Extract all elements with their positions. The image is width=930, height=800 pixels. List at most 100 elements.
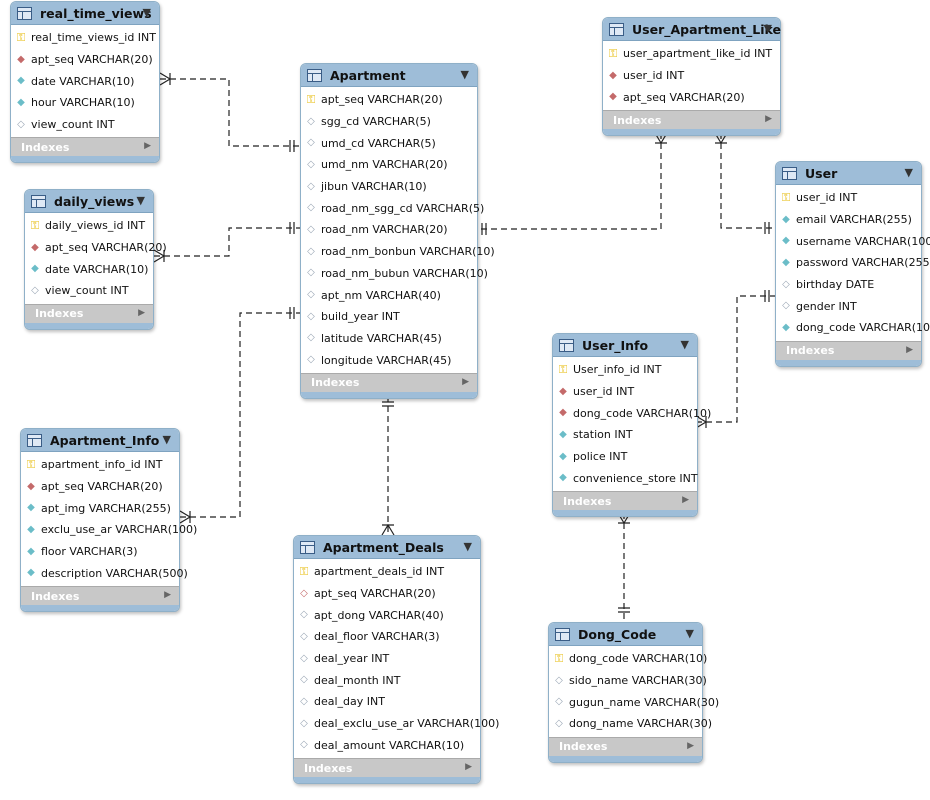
column-row[interactable]: ◇deal_exclu_use_ar VARCHAR(100) bbox=[294, 713, 499, 735]
column-row[interactable]: ◇build_year INT bbox=[301, 306, 477, 328]
column-row[interactable]: ◇gugun_name VARCHAR(30) bbox=[549, 691, 719, 713]
table-header[interactable]: Dong_Code▼ bbox=[549, 623, 702, 646]
collapse-caret-icon[interactable]: ▼ bbox=[136, 194, 145, 207]
column-row[interactable]: ◆station INT bbox=[553, 424, 697, 446]
column-row[interactable]: ◇apt_seq VARCHAR(20) bbox=[294, 583, 480, 605]
column-row[interactable]: ◆apt_img VARCHAR(255) bbox=[21, 497, 179, 519]
column-row[interactable]: ◆apt_seq VARCHAR(20) bbox=[25, 237, 167, 259]
column-row[interactable]: ⚿real_time_views_id INT bbox=[11, 27, 159, 49]
column-row[interactable]: ⚿user_apartment_like_id INT bbox=[603, 43, 780, 65]
column-row[interactable]: ◇gender INT bbox=[776, 295, 921, 317]
indexes-section[interactable]: Indexes▶ bbox=[25, 303, 153, 323]
indexes-section[interactable]: Indexes▶ bbox=[776, 340, 921, 360]
column-row[interactable]: ◆apt_seq VARCHAR(20) bbox=[21, 476, 179, 498]
expand-arrow-icon[interactable]: ▶ bbox=[462, 376, 469, 387]
column-row[interactable]: ◆date VARCHAR(10) bbox=[25, 258, 153, 280]
column-row[interactable]: ◆email VARCHAR(255) bbox=[776, 209, 921, 231]
column-row[interactable]: ⚿dong_code VARCHAR(10) bbox=[549, 648, 708, 670]
indexes-section[interactable]: Indexes▶ bbox=[294, 758, 480, 778]
table-header[interactable]: daily_views▼ bbox=[25, 190, 153, 213]
expand-arrow-icon[interactable]: ▶ bbox=[765, 114, 772, 125]
indexes-section[interactable]: Indexes▶ bbox=[549, 736, 702, 756]
column-row[interactable]: ◆apt_seq VARCHAR(20) bbox=[11, 49, 159, 71]
column-row[interactable]: ◇road_nm_bubun VARCHAR(10) bbox=[301, 263, 488, 285]
column-row[interactable]: ◇deal_year INT bbox=[294, 648, 480, 670]
column-row[interactable]: ◇apt_dong VARCHAR(40) bbox=[294, 604, 480, 626]
expand-arrow-icon[interactable]: ▶ bbox=[906, 344, 913, 355]
expand-arrow-icon[interactable]: ▶ bbox=[164, 590, 171, 601]
table-user[interactable]: User▼⚿user_id INT◆email VARCHAR(255)◆use… bbox=[775, 161, 930, 367]
column-row[interactable]: ⚿daily_views_id INT bbox=[25, 215, 153, 237]
table-daily-views[interactable]: daily_views▼⚿daily_views_id INT◆apt_seq … bbox=[24, 189, 167, 330]
column-row[interactable]: ◆password VARCHAR(255) bbox=[776, 252, 930, 274]
column-row[interactable]: ◆user_id INT bbox=[553, 381, 697, 403]
column-row[interactable]: ◇dong_name VARCHAR(30) bbox=[549, 713, 712, 735]
expand-arrow-icon[interactable]: ▶ bbox=[138, 307, 145, 318]
collapse-caret-icon[interactable]: ▼ bbox=[685, 627, 694, 640]
table-header[interactable]: Apartment▼ bbox=[301, 64, 477, 87]
column-row[interactable]: ⚿apartment_info_id INT bbox=[21, 454, 179, 476]
column-row[interactable]: ◇deal_amount VARCHAR(10) bbox=[294, 735, 480, 757]
column-row[interactable]: ◆floor VARCHAR(3) bbox=[21, 541, 179, 563]
column-row[interactable]: ◇umd_cd VARCHAR(5) bbox=[301, 132, 477, 154]
indexes-section[interactable]: Indexes▶ bbox=[11, 137, 159, 157]
column-row[interactable]: ◆dong_code VARCHAR(10) bbox=[776, 317, 930, 339]
table-real-time-views[interactable]: real_time_views▼⚿real_time_views_id INT◆… bbox=[10, 1, 160, 164]
table-header[interactable]: Apartment_Deals▼ bbox=[294, 536, 480, 559]
column-row[interactable]: ◇road_nm VARCHAR(20) bbox=[301, 219, 477, 241]
column-row[interactable]: ◆apt_seq VARCHAR(20) bbox=[603, 86, 780, 108]
indexes-section[interactable]: Indexes▶ bbox=[301, 372, 477, 392]
column-row[interactable]: ◇birthday DATE bbox=[776, 274, 921, 296]
table-apartment-info[interactable]: Apartment_Info▼⚿apartment_info_id INT◆ap… bbox=[20, 428, 197, 613]
column-row[interactable]: ⚿apt_seq VARCHAR(20) bbox=[301, 89, 477, 111]
table-header[interactable]: User▼ bbox=[776, 162, 921, 185]
column-row[interactable]: ◆convenience_store INT bbox=[553, 467, 697, 489]
column-row[interactable]: ◇apt_nm VARCHAR(40) bbox=[301, 284, 477, 306]
collapse-caret-icon[interactable]: ▼ bbox=[463, 540, 472, 553]
table-user-apartment-like[interactable]: User_Apartment_Like▼⚿user_apartment_like… bbox=[602, 17, 781, 137]
column-row[interactable]: ◇deal_month INT bbox=[294, 669, 480, 691]
column-row[interactable]: ◆exclu_use_ar VARCHAR(100) bbox=[21, 519, 197, 541]
collapse-caret-icon[interactable]: ▼ bbox=[904, 166, 913, 179]
column-row[interactable]: ◇road_nm_bonbun VARCHAR(10) bbox=[301, 241, 495, 263]
table-dong-code[interactable]: Dong_Code▼⚿dong_code VARCHAR(10)◇sido_na… bbox=[548, 622, 719, 763]
expand-arrow-icon[interactable]: ▶ bbox=[682, 495, 689, 506]
column-row[interactable]: ◇longitude VARCHAR(45) bbox=[301, 349, 477, 371]
expand-arrow-icon[interactable]: ▶ bbox=[465, 762, 472, 773]
collapse-caret-icon[interactable]: ▼ bbox=[680, 338, 689, 351]
table-header[interactable]: User_Info▼ bbox=[553, 334, 697, 357]
table-apartment[interactable]: Apartment▼⚿apt_seq VARCHAR(20)◇sgg_cd VA… bbox=[300, 63, 495, 399]
table-apartment-deals[interactable]: Apartment_Deals▼⚿apartment_deals_id INT◇… bbox=[293, 535, 499, 785]
column-row[interactable]: ◇road_nm_sgg_cd VARCHAR(5) bbox=[301, 197, 484, 219]
indexes-section[interactable]: Indexes▶ bbox=[553, 491, 697, 511]
column-row[interactable]: ⚿apartment_deals_id INT bbox=[294, 561, 480, 583]
column-row[interactable]: ◆dong_code VARCHAR(10) bbox=[553, 402, 711, 424]
column-row[interactable]: ⚿User_info_id INT bbox=[553, 359, 697, 381]
indexes-section[interactable]: Indexes▶ bbox=[603, 110, 780, 130]
table-header[interactable]: Apartment_Info▼ bbox=[21, 429, 179, 452]
collapse-caret-icon[interactable]: ▼ bbox=[162, 433, 171, 446]
collapse-caret-icon[interactable]: ▼ bbox=[460, 68, 469, 81]
collapse-caret-icon[interactable]: ▼ bbox=[142, 6, 151, 19]
column-row[interactable]: ◇sgg_cd VARCHAR(5) bbox=[301, 111, 477, 133]
collapse-caret-icon[interactable]: ▼ bbox=[763, 22, 772, 35]
column-row[interactable]: ◇sido_name VARCHAR(30) bbox=[549, 670, 707, 692]
table-header[interactable]: User_Apartment_Like▼ bbox=[603, 18, 781, 41]
column-row[interactable]: ◆date VARCHAR(10) bbox=[11, 70, 159, 92]
column-row[interactable]: ◇latitude VARCHAR(45) bbox=[301, 328, 477, 350]
column-row[interactable]: ◇umd_nm VARCHAR(20) bbox=[301, 154, 477, 176]
column-row[interactable]: ◇view_count INT bbox=[25, 280, 153, 302]
column-row[interactable]: ◆hour VARCHAR(10) bbox=[11, 92, 159, 114]
column-row[interactable]: ◇deal_day INT bbox=[294, 691, 480, 713]
table-header[interactable]: real_time_views▼ bbox=[11, 2, 159, 25]
column-row[interactable]: ◆user_id INT bbox=[603, 65, 780, 87]
indexes-section[interactable]: Indexes▶ bbox=[21, 586, 179, 606]
expand-arrow-icon[interactable]: ▶ bbox=[687, 740, 694, 751]
column-row[interactable]: ◆police INT bbox=[553, 446, 697, 468]
column-row[interactable]: ◇view_count INT bbox=[11, 114, 159, 136]
column-row[interactable]: ◇jibun VARCHAR(10) bbox=[301, 176, 477, 198]
column-row[interactable]: ⚿user_id INT bbox=[776, 187, 921, 209]
column-row[interactable]: ◆username VARCHAR(100) bbox=[776, 230, 930, 252]
column-row[interactable]: ◆description VARCHAR(500) bbox=[21, 562, 188, 584]
expand-arrow-icon[interactable]: ▶ bbox=[144, 141, 151, 152]
